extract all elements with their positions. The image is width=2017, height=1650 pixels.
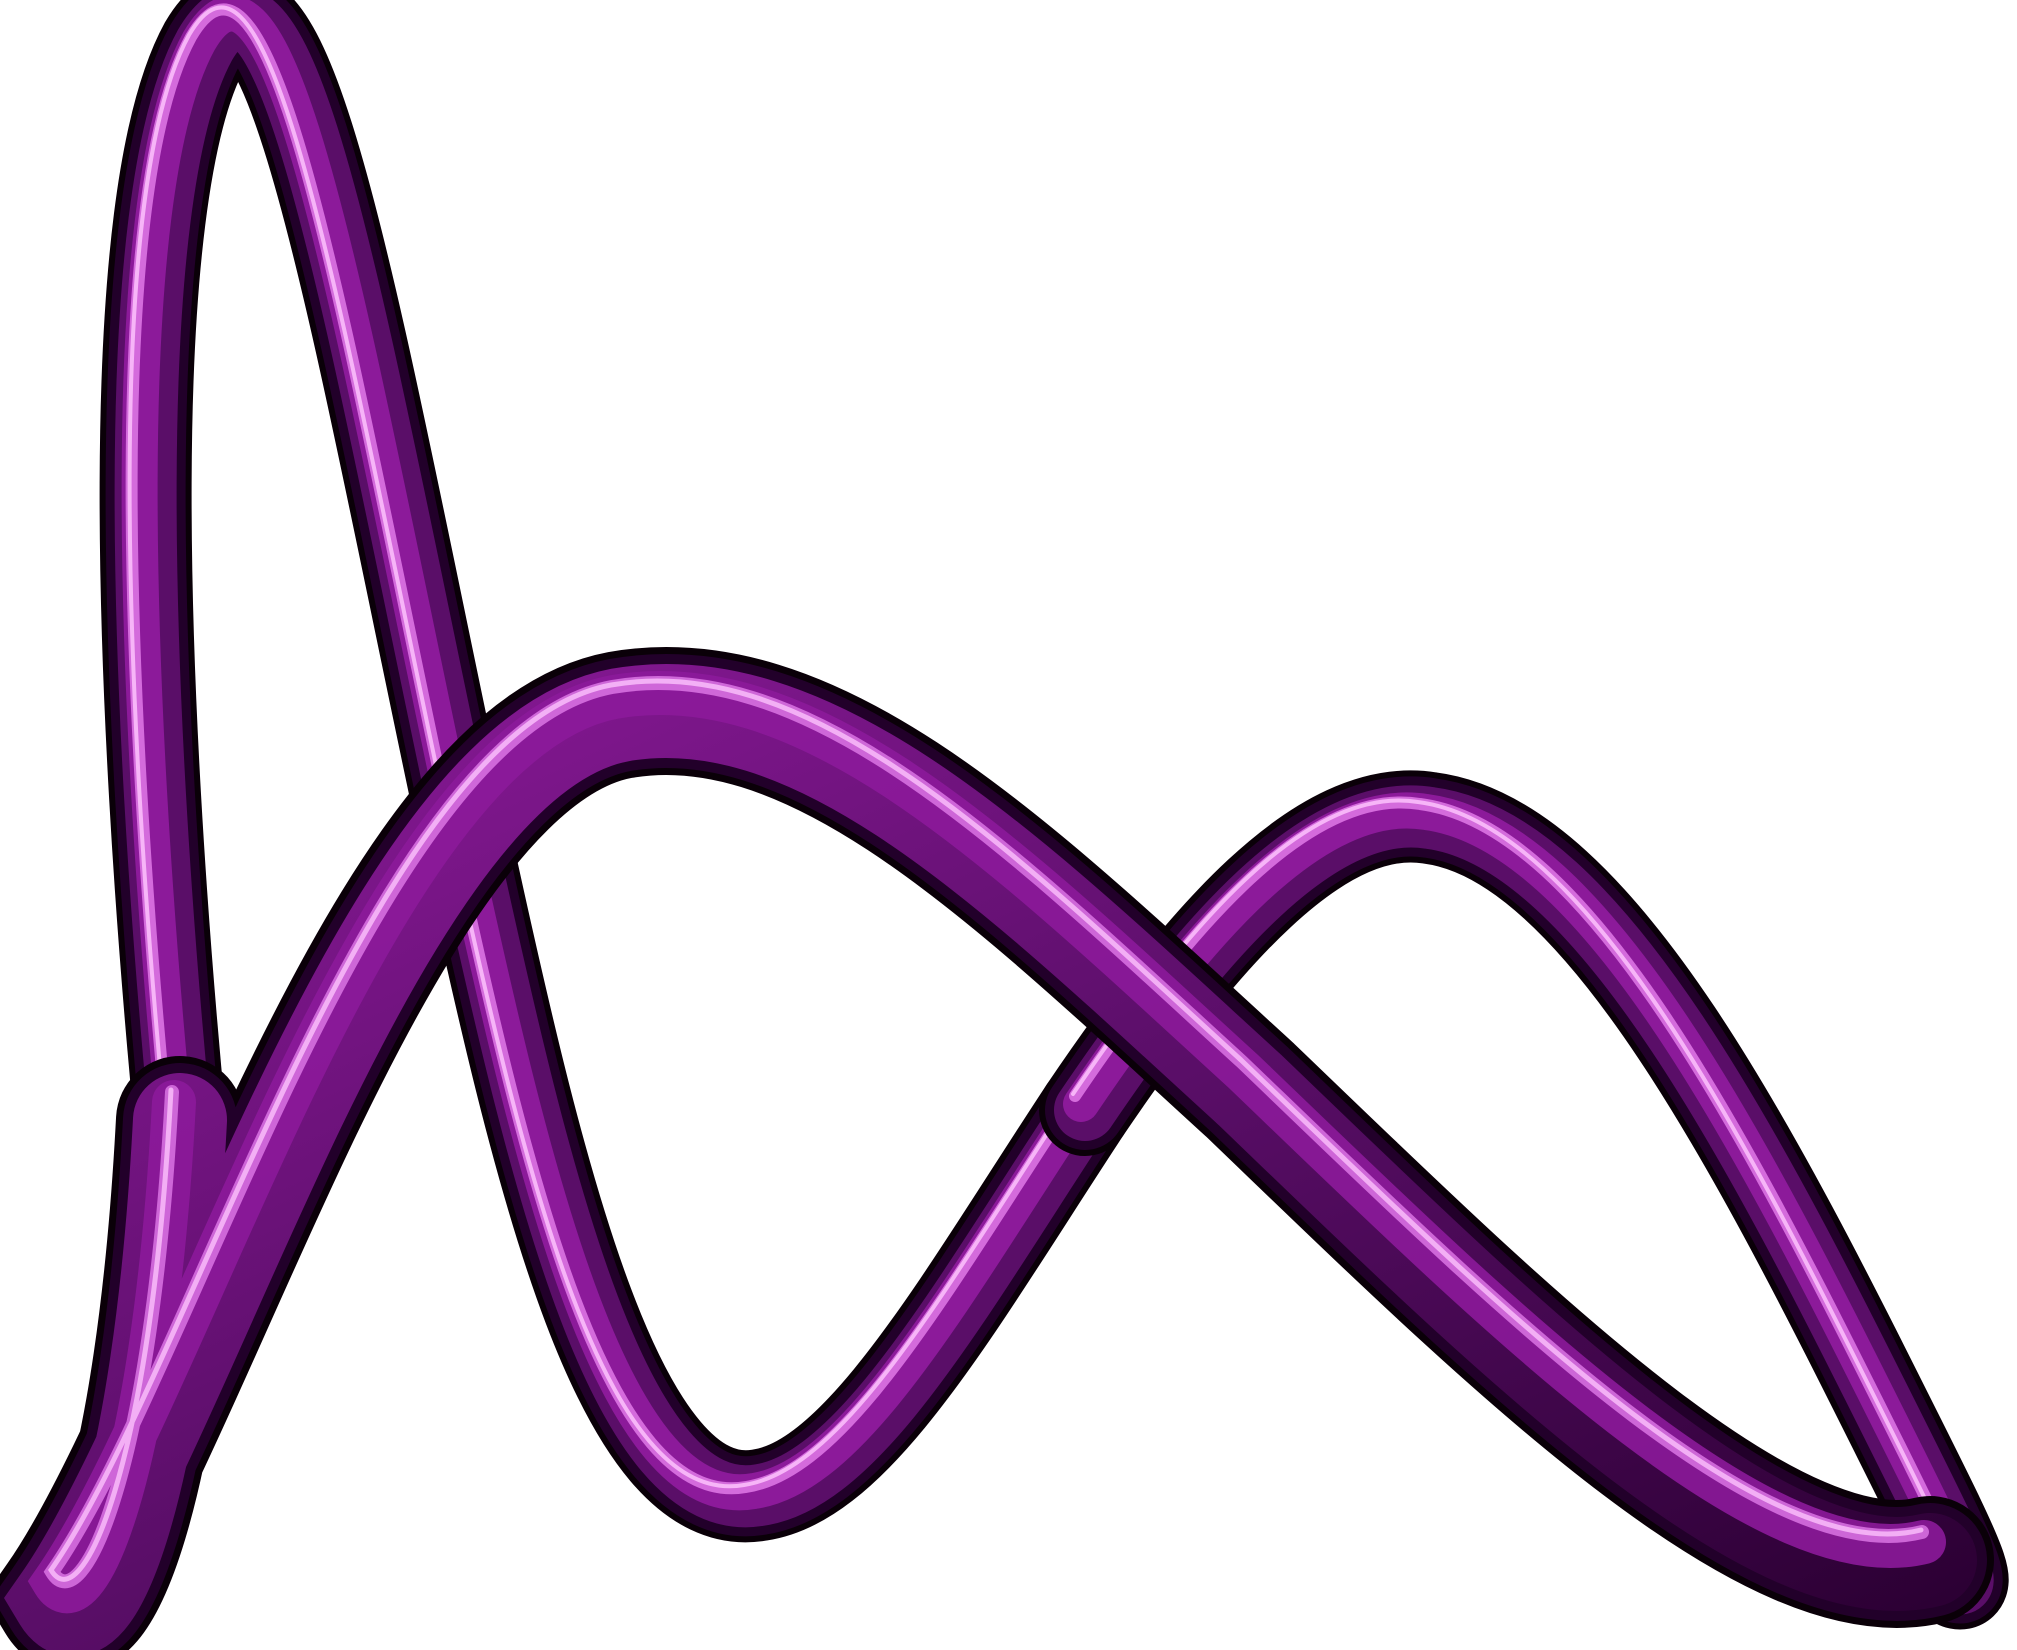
tube-strand-right-loop (1073, 800, 1963, 1583)
tube-strand-central-hump (51, 681, 1930, 1609)
